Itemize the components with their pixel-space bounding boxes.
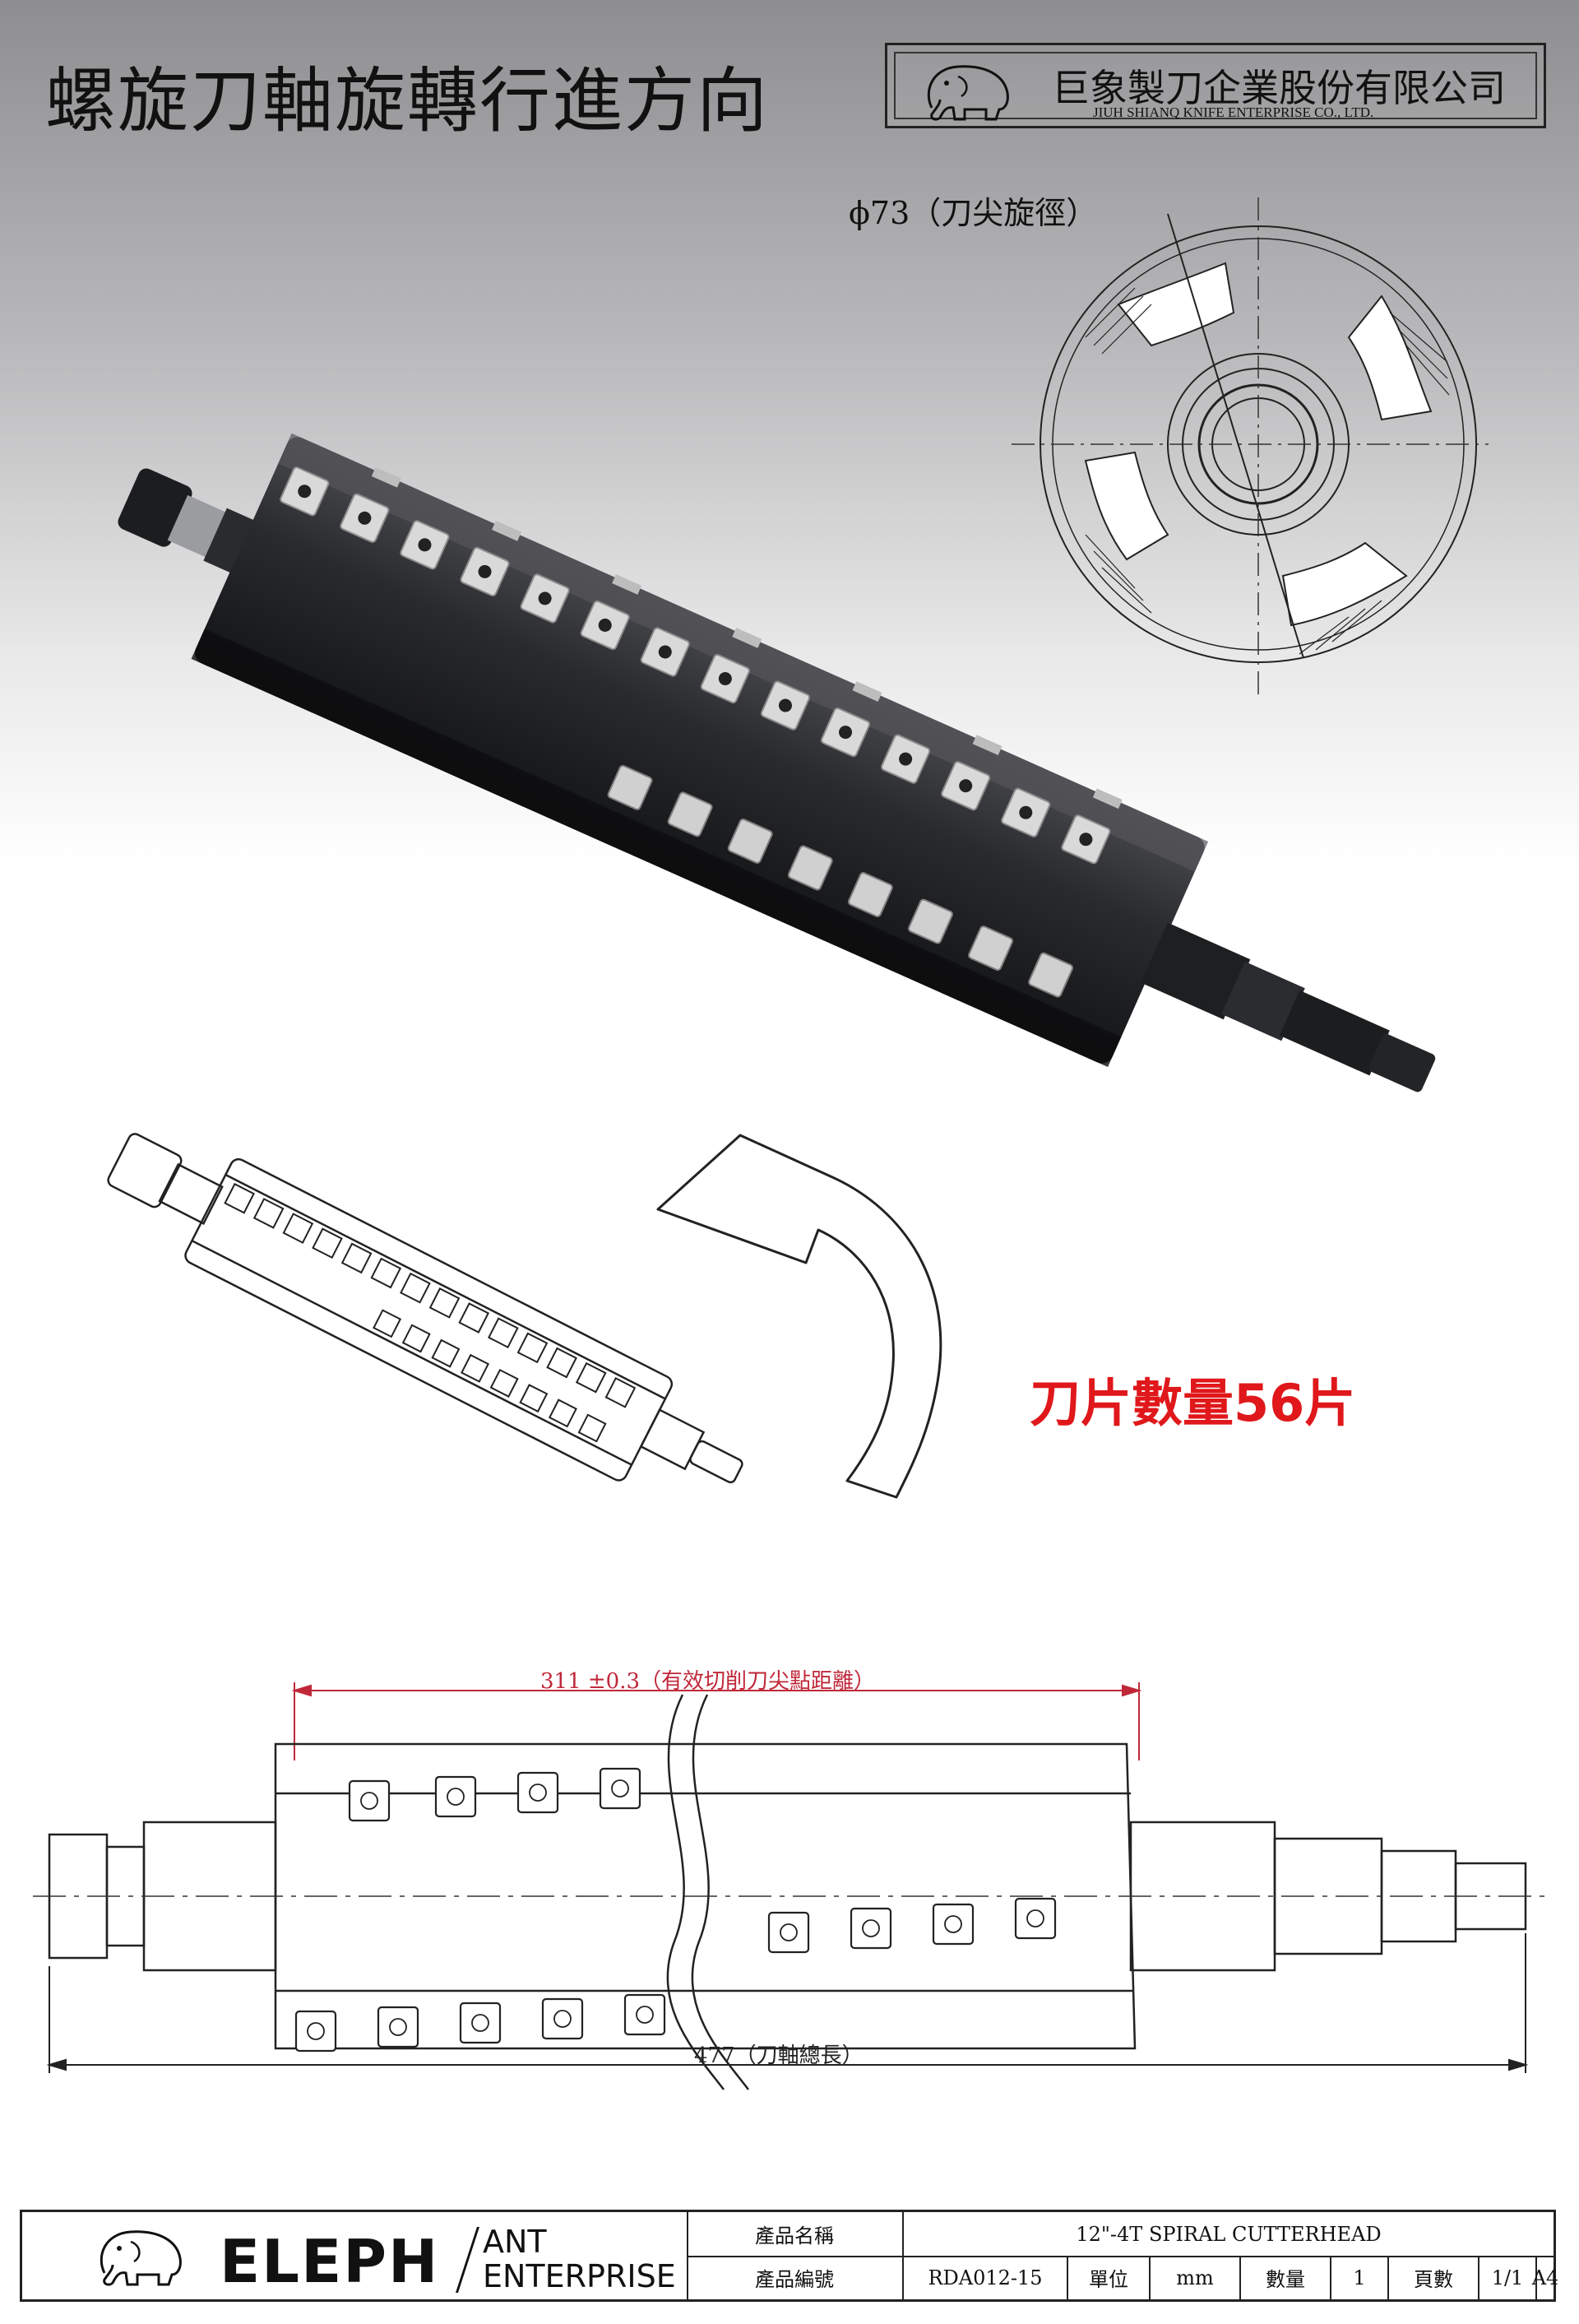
page-title: 螺旋刀軸旋轉行進方向 (45, 60, 769, 142)
unit-value: mm (1151, 2256, 1241, 2299)
product-no-label: 產品編號 (687, 2256, 904, 2299)
page-label: 頁數 (1389, 2256, 1479, 2299)
company-header-inner: 巨象製刀企業股份有限公司 JIUH SHIANQ KNIFE ENTERPRIS… (894, 52, 1537, 121)
brand-enterprise: ENTERPRISE (483, 2258, 676, 2294)
brand-slash (456, 2227, 479, 2293)
paper-size-value: A4 (1531, 2266, 1559, 2289)
quantity-value: 1 (1331, 2256, 1389, 2299)
product-name-value: 12"-4T SPIRAL CUTTERHEAD (1076, 2222, 1382, 2246)
elephant-logo-icon (927, 65, 1009, 121)
brand-ant: ANT (483, 2224, 547, 2260)
cutterhead-photo (118, 433, 1436, 1092)
rotation-direction-arrow-icon (656, 1134, 942, 1499)
page-value: 1/1 (1479, 2256, 1537, 2299)
elephant-brand-logo-icon (100, 2230, 182, 2286)
quantity-label: 數量 (1241, 2256, 1331, 2299)
unit-label: 單位 (1068, 2256, 1151, 2299)
side-elevation-drawing (33, 1682, 1546, 2090)
product-no-value: RDA012-15 (904, 2256, 1068, 2299)
title-block-row-details: 產品編號 RDA012-15 單位 mm 數量 1 頁數 1/1 A4 (687, 2256, 1559, 2299)
title-block-brand-cell: ELEPH ANT ENTERPRISE (22, 2212, 688, 2299)
company-name-en: JIUH SHIANQ KNIFE ENTERPRISE CO., LTD. (1093, 104, 1374, 120)
title-block-row-name: 產品名稱 12"-4T SPIRAL CUTTERHEAD (687, 2212, 1554, 2257)
cutterhead-line-drawing (107, 1133, 743, 1484)
total-length-dimension: 477（刀軸總長） (694, 2043, 864, 2068)
company-name-zh: 巨象製刀企業股份有限公司 (1052, 66, 1506, 110)
product-name-label: 產品名稱 (687, 2212, 904, 2256)
company-header-box: 巨象製刀企業股份有限公司 JIUH SHIANQ KNIFE ENTERPRIS… (885, 43, 1546, 128)
title-block: ELEPH ANT ENTERPRISE 產品名稱 12"-4T SPIRAL … (20, 2210, 1559, 2302)
brand-name: ELEPH (220, 2227, 440, 2296)
cross-section-drawing (1012, 197, 1489, 699)
insert-count-label: 刀片數量56片 (1030, 1373, 1356, 1433)
tip-diameter-label: ϕ73（刀尖旋徑） (849, 195, 1098, 231)
